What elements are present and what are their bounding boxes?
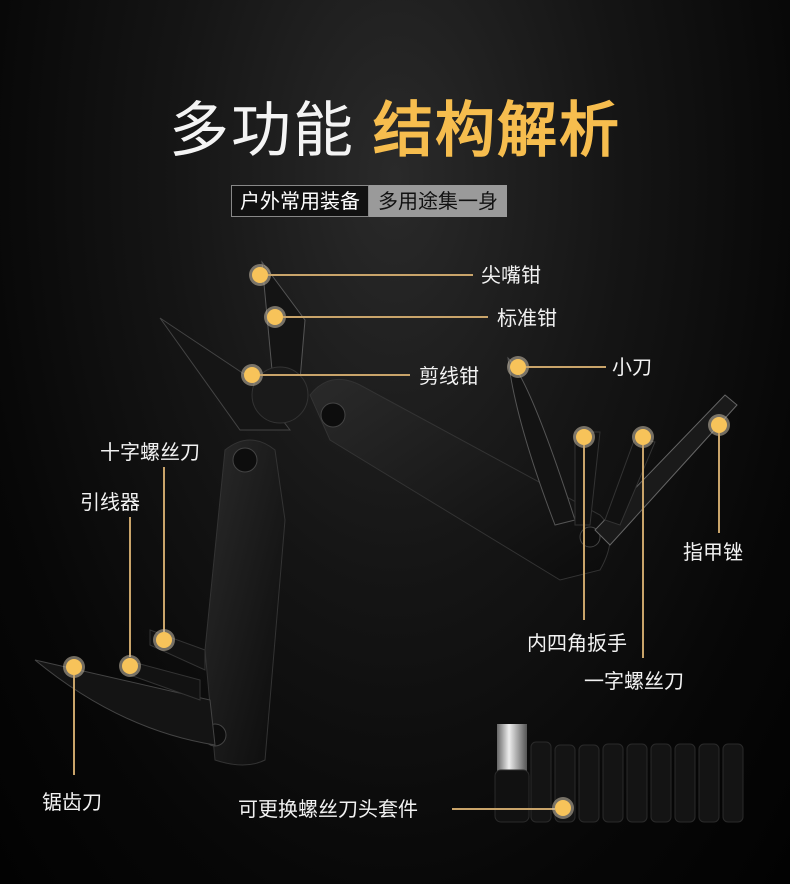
callout-dot-bit-set (555, 800, 571, 816)
callout-line (260, 374, 410, 376)
title-bold: 结构解析 (373, 96, 621, 166)
label-wire-cutter: 剪线钳 (419, 364, 479, 388)
callout-dot-hex-wrench (576, 429, 592, 445)
callout-line (526, 366, 606, 368)
tag-multipurpose: 多用途集一身 (369, 185, 507, 217)
page-title: 多功能结构解析 (0, 96, 790, 166)
callout-dot-saw (66, 659, 82, 675)
callout-line (642, 445, 644, 658)
title-light: 多功能 (169, 96, 355, 166)
tag-row: 户外常用装备 多用途集一身 (231, 185, 507, 217)
label-bit-set: 可更换螺丝刀头套件 (238, 797, 418, 821)
callout-line (283, 316, 488, 318)
label-threader: 引线器 (80, 490, 140, 514)
callout-line (583, 445, 585, 620)
callout-line (718, 433, 720, 533)
callout-dot-needle-nose (252, 267, 268, 283)
label-hex-wrench: 内四角扳手 (527, 631, 627, 655)
label-flat-screwdriver: 一字螺丝刀 (584, 669, 684, 693)
label-phillips-screwdriver: 十字螺丝刀 (100, 440, 200, 464)
callout-line (129, 517, 131, 657)
label-saw-blade: 锯齿刀 (42, 790, 102, 814)
callout-dot-knife (510, 359, 526, 375)
label-nail-file: 指甲锉 (683, 540, 743, 564)
callout-dot-flat-screwdriver (635, 429, 651, 445)
callout-dot-wire-cutter (244, 367, 260, 383)
label-standard-pliers: 标准钳 (497, 306, 557, 330)
callout-dot-threader (122, 658, 138, 674)
callout-line (163, 467, 165, 632)
callout-line (73, 675, 75, 775)
label-small-knife: 小刀 (612, 355, 652, 379)
callout-dot-nail-file (711, 417, 727, 433)
callout-dot-standard (267, 309, 283, 325)
tag-outdoor: 户外常用装备 (231, 185, 369, 217)
callout-line (452, 808, 555, 810)
callout-line (268, 274, 473, 276)
callout-dot-phillips (156, 632, 172, 648)
label-needle-nose-pliers: 尖嘴钳 (481, 263, 541, 287)
